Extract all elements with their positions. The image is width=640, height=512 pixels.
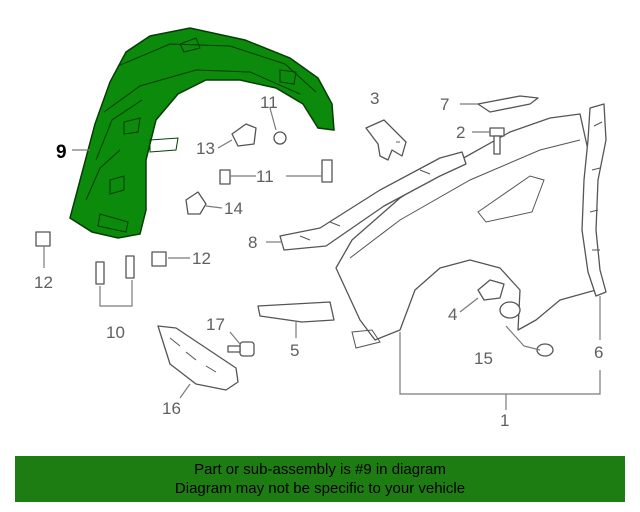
bracket-part-3[interactable] <box>365 119 407 161</box>
callout-15: 15 <box>474 349 493 368</box>
callout-1: 1 <box>500 411 509 430</box>
callout-16: 16 <box>162 399 181 418</box>
banner-line-1: Part or sub-assembly is #9 in diagram <box>194 461 446 478</box>
bolt-part-10-right[interactable] <box>125 255 135 279</box>
callout-labels: 9 3 7 2 11 13 11 14 8 12 12 10 4 5 17 16… <box>34 89 603 430</box>
callout-11-upper: 11 <box>260 93 278 112</box>
grommet-part-15[interactable] <box>499 301 554 357</box>
callout-9: 9 <box>56 142 67 163</box>
fender-brace-part-8[interactable] <box>279 151 467 251</box>
callout-14: 14 <box>224 199 243 218</box>
callout-17: 17 <box>206 315 225 334</box>
fastener-part-11-right[interactable] <box>321 159 333 183</box>
splash-guard-part-16[interactable] <box>157 325 239 391</box>
banner-line-2: Diagram may not be specific to your vehi… <box>174 480 466 497</box>
callout-11-lower: 11 <box>256 167 274 186</box>
bolt-part-10-left[interactable] <box>95 261 105 285</box>
callout-4: 4 <box>448 305 457 324</box>
fender-liner-part-9[interactable] <box>69 27 335 239</box>
exploded-parts-diagram: 9 3 7 2 11 13 11 14 8 12 12 10 4 5 17 16… <box>34 27 607 430</box>
clip-part-4[interactable] <box>477 279 505 301</box>
trim-part-7[interactable] <box>477 95 539 113</box>
callout-10: 10 <box>106 323 125 342</box>
callout-7: 7 <box>440 95 449 114</box>
nut-part-12-left[interactable] <box>35 231 51 247</box>
clip-part-13[interactable] <box>231 123 257 147</box>
info-banner: Part or sub-assembly is #9 in diagram Di… <box>15 456 625 502</box>
callout-12-right: 12 <box>192 249 211 268</box>
fastener-part-11-left[interactable] <box>219 169 231 185</box>
callout-8: 8 <box>248 233 257 252</box>
callout-13: 13 <box>196 139 215 158</box>
callout-3: 3 <box>370 89 379 108</box>
nut-part-12-right[interactable] <box>151 251 167 267</box>
fastener-part-11-upper[interactable] <box>273 131 287 145</box>
fender-seal-part-6[interactable] <box>581 103 607 297</box>
screw-part-17[interactable] <box>227 341 255 357</box>
push-clip-part-14[interactable] <box>185 191 207 215</box>
callout-5: 5 <box>290 341 299 360</box>
callout-2: 2 <box>456 123 465 142</box>
front-fender-part-1[interactable] <box>335 113 597 349</box>
callout-12-left: 12 <box>34 273 53 292</box>
callout-6: 6 <box>594 343 603 362</box>
leader-lines <box>43 103 601 410</box>
moulding-part-5[interactable] <box>257 301 335 323</box>
